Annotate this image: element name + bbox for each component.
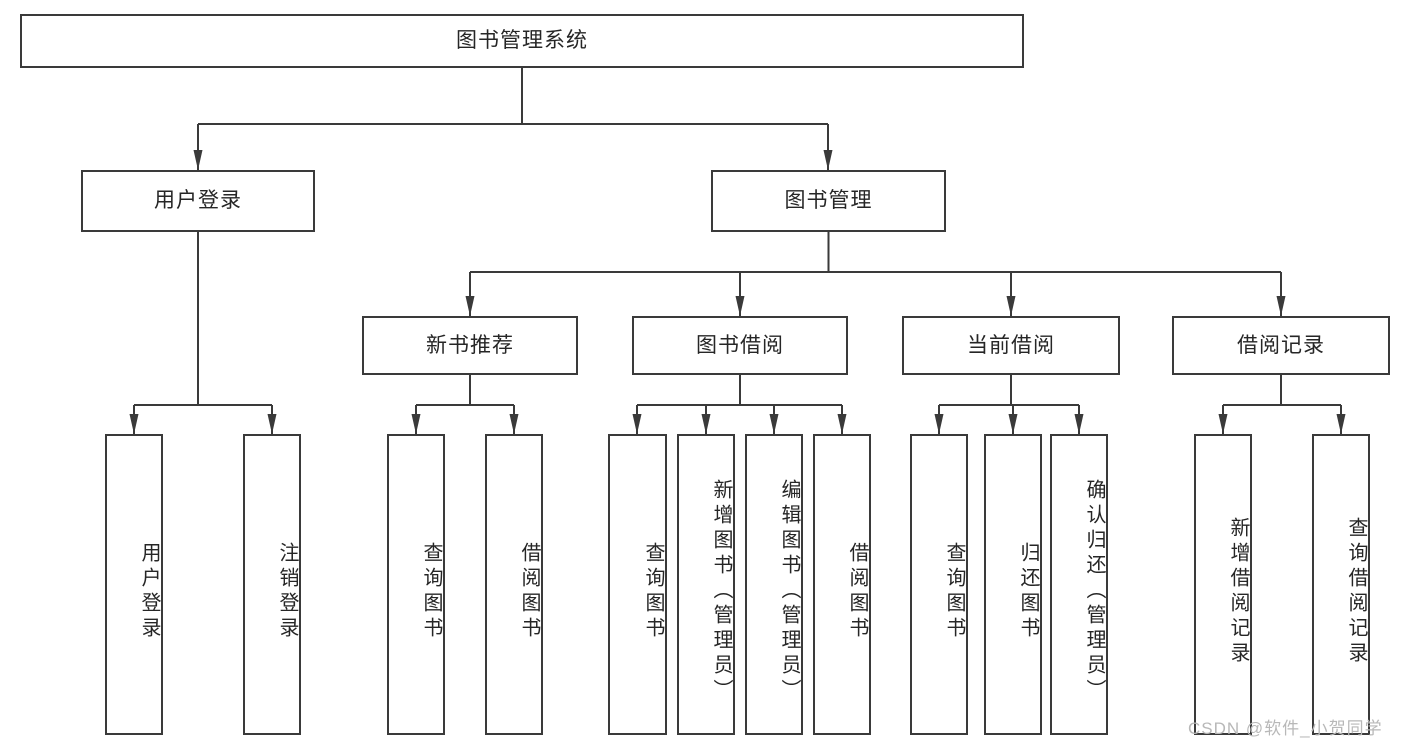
leaf-borrow-edit-book-admin[interactable]: 编辑图书（管理员） — [745, 434, 803, 735]
node-label: 借阅图书 — [846, 541, 868, 642]
node-label: 图书借阅 — [696, 333, 784, 357]
node-label: 图书管理 — [784, 189, 873, 213]
node-label: 编辑图书（管理员） — [778, 479, 800, 704]
node-label: 确认归还（管理员） — [1083, 479, 1105, 704]
node-label: 当前借阅 — [967, 333, 1055, 357]
node-label: 用户登录 — [138, 541, 160, 642]
leaf-borrow-add-book-admin[interactable]: 新增图书（管理员） — [677, 434, 735, 735]
node-label: 查询图书 — [943, 541, 965, 642]
leaf-borrow-query-book[interactable]: 查询图书 — [608, 434, 667, 735]
node-label: 新书推荐 — [426, 333, 514, 357]
node-label: 查询图书 — [642, 541, 664, 642]
node-label: 用户登录 — [154, 189, 242, 213]
leaf-record-add-borrow-record[interactable]: 新增借阅记录 — [1194, 434, 1252, 735]
node-book-manage[interactable]: 图书管理 — [711, 170, 946, 232]
node-label: 借阅记录 — [1237, 333, 1325, 357]
node-label: 图书管理系统 — [456, 29, 588, 53]
node-book-management-system[interactable]: 图书管理系统 — [20, 14, 1024, 68]
leaf-current-query-book[interactable]: 查询图书 — [910, 434, 968, 735]
watermark-credit: CSDN @软件_小贺同学 — [1188, 719, 1383, 738]
node-new-book-recommendation[interactable]: 新书推荐 — [362, 316, 578, 375]
leaf-user-logout[interactable]: 注销登录 — [243, 434, 301, 735]
node-label: 注销登录 — [276, 541, 298, 642]
node-label: 新增借阅记录 — [1227, 516, 1249, 667]
node-book-borrow[interactable]: 图书借阅 — [632, 316, 848, 375]
leaf-recommendation-query-book[interactable]: 查询图书 — [387, 434, 445, 735]
node-label: 查询借阅记录 — [1345, 516, 1367, 667]
leaf-user-login[interactable]: 用户登录 — [105, 434, 163, 735]
node-label: 新增图书（管理员） — [710, 479, 732, 704]
node-label: 归还图书 — [1017, 541, 1039, 642]
node-current-borrow[interactable]: 当前借阅 — [902, 316, 1120, 375]
leaf-current-return-book[interactable]: 归还图书 — [984, 434, 1042, 735]
leaf-recommendation-borrow-book[interactable]: 借阅图书 — [485, 434, 543, 735]
node-label: 查询图书 — [420, 541, 442, 642]
node-user-login[interactable]: 用户登录 — [81, 170, 315, 232]
node-label: 借阅图书 — [518, 541, 540, 642]
node-borrow-record[interactable]: 借阅记录 — [1172, 316, 1390, 375]
leaf-borrow-borrow-book[interactable]: 借阅图书 — [813, 434, 871, 735]
leaf-current-confirm-return-admin[interactable]: 确认归还（管理员） — [1050, 434, 1108, 735]
leaf-record-query-borrow-record[interactable]: 查询借阅记录 — [1312, 434, 1370, 735]
